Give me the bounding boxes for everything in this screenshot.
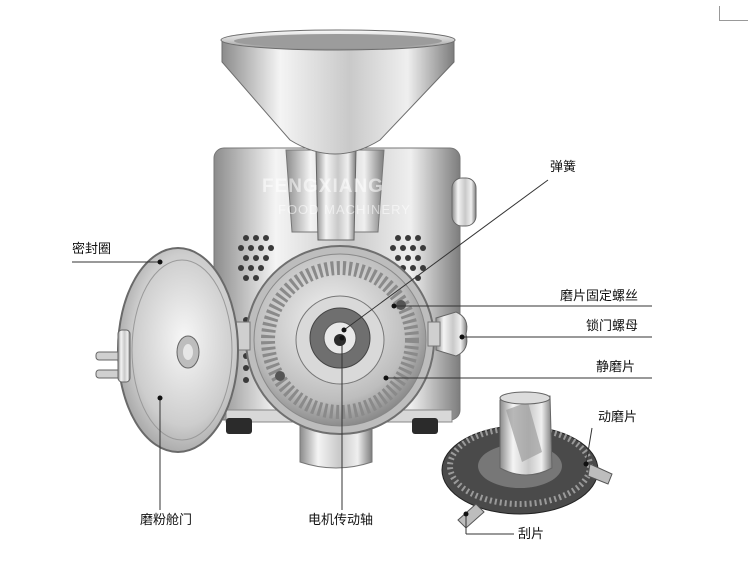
leader-lines [72,179,652,535]
moving-disc-assembly [441,391,613,529]
hopper [220,29,456,241]
leader-spring [343,179,549,331]
label-mill-door: 磨粉舱门 [140,513,193,528]
label-spring: 弹簧 [550,160,577,175]
watermark-line2: FOOD MACHINERY [278,202,411,217]
label-seal-ring: 密封圈 [72,242,112,257]
label-disc-fix-screw: 磨片固定螺丝 [560,289,639,304]
label-static-disc: 静磨片 [596,360,636,375]
leader-dots [157,259,589,517]
label-scraper: 刮片 [518,527,545,542]
label-moving-disc: 动磨片 [598,410,638,425]
label-motor-shaft: 电机传动轴 [308,513,374,528]
mill-door [95,247,239,453]
label-door-lock-nut: 锁门螺母 [586,319,639,334]
grinding-chamber [233,245,468,435]
leader-moving-disc [585,427,593,465]
watermark-line1: FENGXIANG [262,176,384,197]
corner-mark [719,6,748,21]
